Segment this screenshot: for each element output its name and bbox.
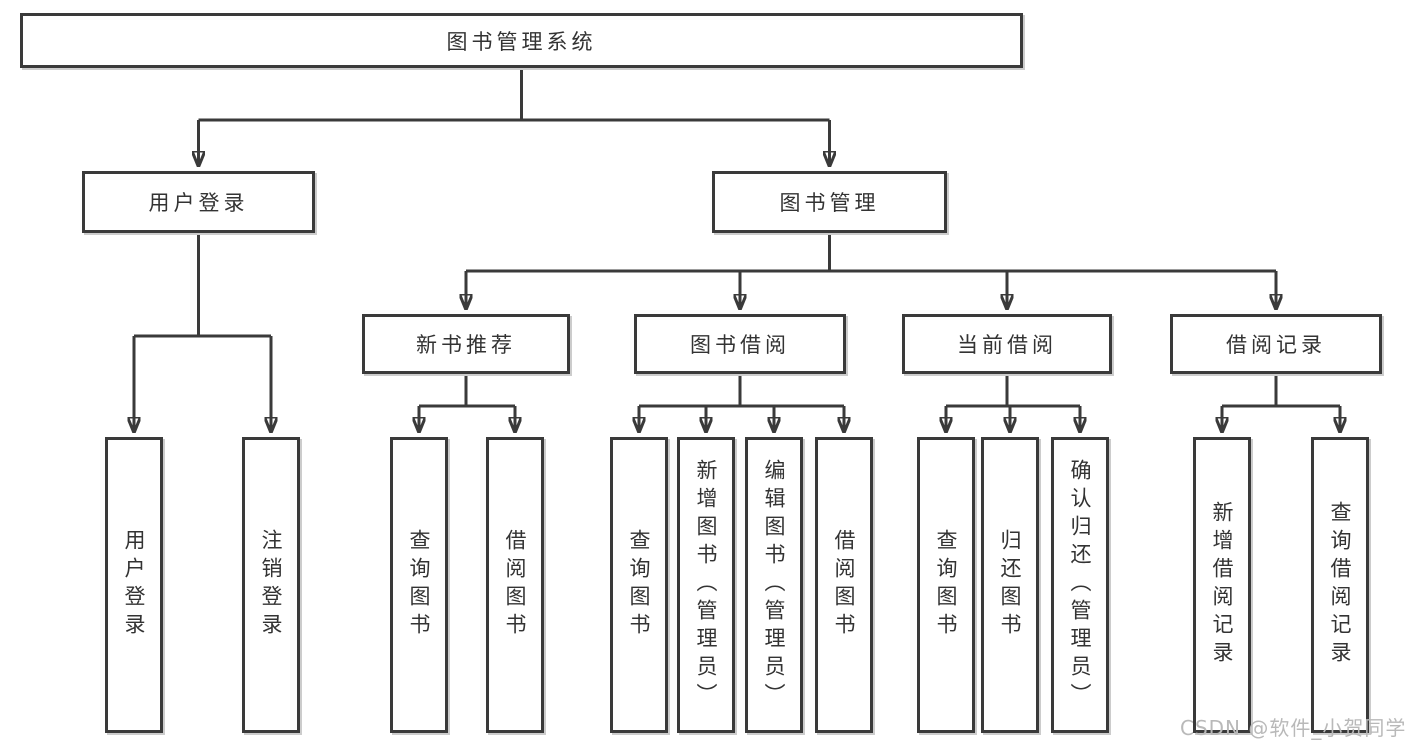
node-book-borrowing: 图书借阅 bbox=[634, 314, 846, 374]
leaf-user-login: 用户登录 bbox=[105, 437, 163, 733]
node-borrowing-records: 借阅记录 bbox=[1170, 314, 1382, 374]
connector-new-books-branch bbox=[419, 374, 515, 433]
connector-book-borrow-branch bbox=[639, 374, 844, 433]
csdn-watermark: CSDN @软件_小贺同学 bbox=[1180, 716, 1405, 740]
leaf-query-book-recommend: 查询图书 bbox=[390, 437, 448, 733]
connector-borrow-records-branch bbox=[1222, 374, 1340, 433]
connector-current-borrow-branch bbox=[946, 374, 1080, 433]
leaf-confirm-return-admin: 确认归还（管理员） bbox=[1051, 437, 1109, 733]
leaf-add-borrow-record: 新增借阅记录 bbox=[1193, 437, 1251, 733]
connector-root-to-level2 bbox=[199, 68, 830, 167]
leaf-logout: 注销登录 bbox=[242, 437, 300, 733]
leaf-query-borrow-record: 查询借阅记录 bbox=[1311, 437, 1369, 733]
node-new-book-recommend: 新书推荐 bbox=[362, 314, 570, 374]
leaf-query-book-borrowing: 查询图书 bbox=[610, 437, 668, 733]
leaf-return-book: 归还图书 bbox=[981, 437, 1039, 733]
node-book-management: 图书管理 bbox=[712, 171, 947, 233]
leaf-edit-book-admin: 编辑图书（管理员） bbox=[745, 437, 803, 733]
leaf-borrow-book: 借阅图书 bbox=[815, 437, 873, 733]
leaf-borrow-book-recommend: 借阅图书 bbox=[486, 437, 544, 733]
connector-book-mgmt-branch bbox=[466, 233, 1276, 310]
connector-user-login-branch bbox=[134, 233, 271, 433]
node-library-management-system: 图书管理系统 bbox=[20, 13, 1023, 68]
node-user-login: 用户登录 bbox=[82, 171, 315, 233]
leaf-add-book-admin: 新增图书（管理员） bbox=[677, 437, 735, 733]
leaf-query-book-current: 查询图书 bbox=[917, 437, 975, 733]
node-current-borrowing: 当前借阅 bbox=[902, 314, 1112, 374]
